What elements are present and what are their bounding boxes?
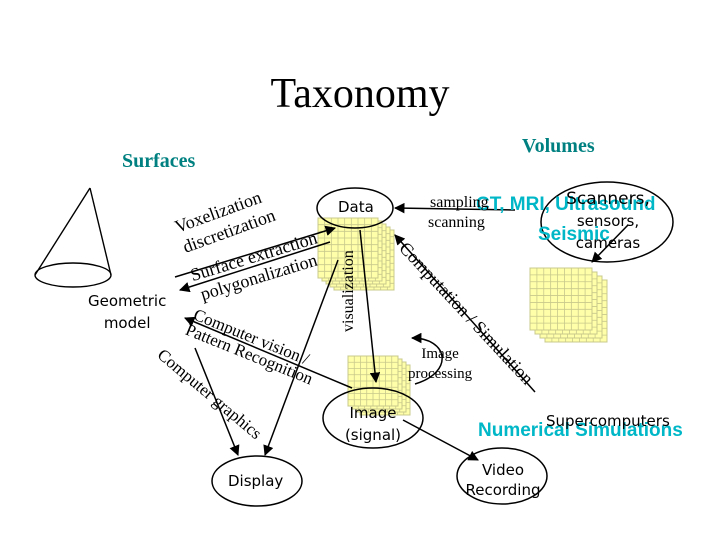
- video-recording-line-1: Video: [481, 461, 525, 479]
- geometric-model-line-1: Geometric: [88, 292, 167, 310]
- surfaces-heading: Surfaces: [122, 150, 196, 172]
- data-oval: [316, 187, 394, 229]
- image-signal-line-2: (signal): [344, 426, 402, 444]
- sampling-arrow: [393, 202, 516, 214]
- surface-extraction-arrow: [178, 241, 331, 293]
- image-processing-loop: [410, 332, 443, 385]
- sampling-label: sampling: [430, 194, 489, 211]
- image-processing-line-2: processing: [408, 366, 473, 382]
- data-label: Data: [338, 198, 374, 216]
- computer-vision-arrow: [184, 316, 353, 389]
- scanner-to-volumes-arrow: [591, 224, 629, 263]
- geometric-model-line-2: model: [103, 314, 151, 332]
- display-label: Display: [228, 472, 284, 490]
- data-to-image-arrow: [359, 229, 381, 384]
- supercomputers-label: Supercomputers: [546, 412, 670, 430]
- scanners-line-3: cameras: [575, 234, 641, 252]
- image-signal-label: Image (signal): [340, 402, 406, 446]
- visualization-label: visualization: [340, 250, 357, 332]
- page-title: Taxonomy: [270, 71, 450, 117]
- numerical-simulations-text: Numerical Simulations: [478, 420, 683, 441]
- geometric-model-label: Geometric model: [88, 290, 166, 334]
- scanners-line-2: sensors,: [576, 212, 640, 230]
- video-recording-oval: [456, 447, 548, 505]
- display-oval: [211, 455, 303, 507]
- scanning-label: scanning: [428, 214, 485, 231]
- computer-graphics-arrow: [194, 347, 240, 456]
- image-signal-line-1: Image: [349, 404, 397, 422]
- voxelization-arrow: [174, 225, 337, 278]
- data-volume-grid: [317, 217, 395, 291]
- scanners-label: Scanners, sensors, cameras: [558, 188, 658, 254]
- scanner-types-text: CT, MRI, Ultrasound: [476, 194, 656, 215]
- visualization-arrow: [263, 259, 339, 456]
- seismic-text: Seismic: [538, 224, 610, 245]
- scanners-line-1: Scanners,: [566, 189, 650, 209]
- scanners-oval: [540, 181, 674, 263]
- video-recording-label: Video Recording: [460, 460, 546, 500]
- cone-icon: [34, 187, 112, 288]
- image-processing-label: Image processing: [408, 344, 472, 384]
- video-recording-line-2: Recording: [465, 481, 541, 499]
- volumes-heading: Volumes: [522, 135, 595, 157]
- volumes-volume-grid: [529, 267, 608, 343]
- image-processing-line-1: Image: [421, 346, 459, 362]
- data-to-video-arrow: [402, 419, 479, 461]
- computation-arrow: [394, 234, 536, 393]
- image-signal-oval: [322, 387, 424, 449]
